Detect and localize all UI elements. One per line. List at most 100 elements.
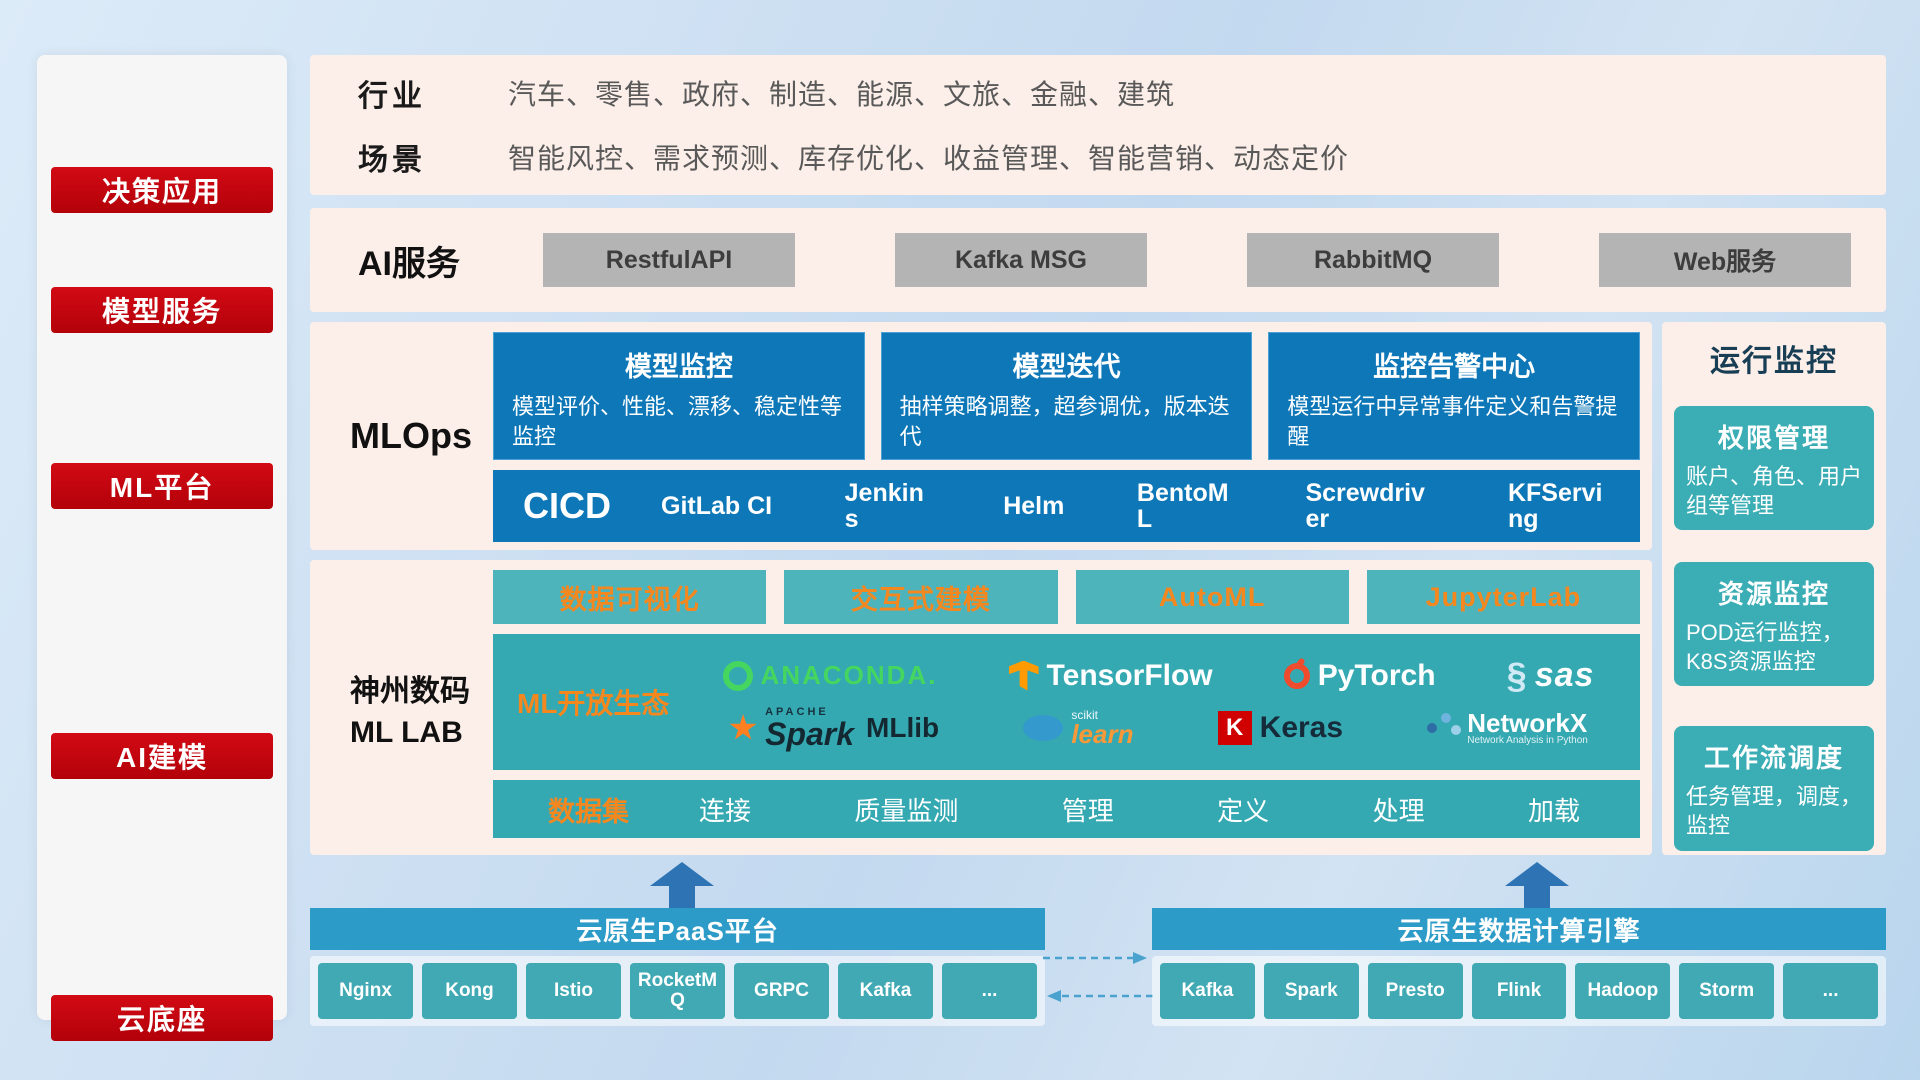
anaconda-text: ANACONDA. — [760, 660, 938, 690]
mllab-panel: 神州数码 ML LAB 数据可视化 交互式建模 AutoML JupyterLa… — [310, 560, 1652, 855]
automl-button[interactable]: AutoML — [1075, 570, 1349, 624]
cicd-title: CICD — [523, 485, 611, 526]
anaconda-icon — [722, 660, 753, 691]
mllab-label: 神州数码 ML LAB — [350, 560, 500, 855]
nginx-button[interactable]: Nginx — [318, 963, 413, 1019]
pytorch-logo: PyTorch — [1283, 658, 1436, 693]
tensorflow-icon — [1008, 660, 1039, 691]
paas-platform-bar: 云原生PaaS平台 — [310, 908, 1045, 950]
rocketmq-button[interactable]: RocketMQ — [630, 963, 725, 1019]
alert-center-desc: 模型运行中异常事件定义和告警提醒 — [1287, 394, 1618, 449]
restful-api-button[interactable]: RestfulAPI — [543, 233, 795, 287]
networkx-sub-text: Network Analysis in Python — [1467, 735, 1588, 746]
keras-logo: K Keras — [1217, 711, 1343, 745]
permission-management-card: 权限管理 账户、角色、用户组等管理 — [1674, 406, 1874, 531]
mlops-label: MLOps — [350, 415, 472, 456]
industry-scenario-panel: 行业 汽车、零售、政府、制造、能源、文旅、金融、建筑 场景 智能风控、需求预测、… — [310, 55, 1886, 195]
dataset-item-connect: 连接 — [699, 795, 752, 826]
dataset-items: 连接 质量监测 管理 定义 处理 加载 — [699, 791, 1580, 828]
permission-management-title: 权限管理 — [1717, 423, 1830, 453]
scikit-learn-icon — [1023, 715, 1064, 741]
dataset-title: 数据集 — [548, 796, 629, 827]
anaconda-logo: ANACONDA. — [722, 660, 938, 691]
networkx-text: NetworkX — [1467, 708, 1588, 738]
sas-logo: § sas — [1507, 655, 1595, 697]
model-monitoring-desc: 模型评价、性能、漂移、稳定性等监控 — [512, 394, 843, 449]
pytorch-text: PyTorch — [1317, 658, 1436, 692]
dashed-exchange-arrows — [1043, 952, 1153, 1002]
mllab-tools-row: 数据可视化 交互式建模 AutoML JupyterLab — [493, 570, 1640, 624]
flink-button[interactable]: Flink — [1471, 963, 1567, 1019]
sidebar-item-ml-platform[interactable]: ML平台 — [51, 463, 273, 509]
scikit-sub-text: scikit — [1071, 708, 1098, 722]
jupyterlab-button[interactable]: JupyterLab — [1366, 570, 1640, 624]
resource-monitor-title: 资源监控 — [1717, 579, 1830, 610]
sidebar-item-model-service[interactable]: 模型服务 — [51, 287, 273, 333]
mllab-label-line1: 神州数码 — [350, 674, 470, 708]
dataset-item-quality: 质量监测 — [854, 795, 959, 826]
model-iteration-card: 模型迭代 抽样策略调整，超参调优，版本迭代 — [880, 332, 1253, 460]
spark-button[interactable]: Spark — [1263, 963, 1359, 1019]
scikit-text: learn — [1071, 719, 1134, 749]
sidebar-item-decision-apps[interactable]: 决策应用 — [51, 167, 273, 213]
industry-label: 行业 — [358, 80, 426, 113]
screwdriver-item: Screwdriver — [1305, 478, 1425, 533]
spark-text: Spark — [765, 715, 855, 752]
storm-button[interactable]: Storm — [1679, 963, 1775, 1019]
model-monitoring-title: 模型监控 — [624, 352, 733, 382]
resource-monitor-desc: POD运行监控，K8S资源监控 — [1686, 620, 1844, 674]
kafka-paas-button[interactable]: Kafka — [838, 963, 933, 1019]
web-service-button[interactable]: Web服务 — [1599, 233, 1851, 287]
mllab-content: 数据可视化 交互式建模 AutoML JupyterLab ML开放生态 ANA… — [493, 570, 1640, 838]
sidebar-item-ai-modeling[interactable]: AI建模 — [51, 733, 273, 779]
runtime-monitor-panel: 运行监控 权限管理 账户、角色、用户组等管理 资源监控 POD运行监控，K8S资… — [1662, 322, 1886, 855]
dataset-item-manage: 管理 — [1061, 795, 1114, 826]
engine-more-button[interactable]: ... — [1783, 963, 1879, 1019]
gitlab-ci-item: GitLab CI — [661, 491, 773, 520]
cicd-items: GitLab CI Jenkins Helm BentoML Screwdriv… — [661, 480, 1610, 533]
ml-ecosystem-logos: ANACONDA. TensorFlow PyTorch § sas — [687, 655, 1630, 750]
tensorflow-logo: TensorFlow — [1008, 659, 1213, 693]
paas-more-button[interactable]: ... — [942, 963, 1037, 1019]
up-arrow-engine — [1505, 862, 1569, 908]
interactive-modeling-button[interactable]: 交互式建模 — [784, 570, 1058, 624]
kafka-engine-button[interactable]: Kafka — [1160, 963, 1255, 1019]
spark-icon — [729, 714, 757, 740]
presto-button[interactable]: Presto — [1367, 963, 1463, 1019]
grpc-button[interactable]: GRPC — [734, 963, 829, 1019]
sidebar-item-cloud-base[interactable]: 云底座 — [51, 995, 273, 1041]
kfserving-item: KFServing — [1507, 478, 1603, 533]
pytorch-icon — [1283, 662, 1310, 689]
hadoop-button[interactable]: Hadoop — [1575, 963, 1671, 1019]
ml-ecosystem-box: ML开放生态 ANACONDA. TensorFlow — [493, 634, 1640, 770]
kafka-msg-button[interactable]: Kafka MSG — [895, 233, 1147, 287]
kong-button[interactable]: Kong — [422, 963, 517, 1019]
data-visualization-button[interactable]: 数据可视化 — [493, 570, 767, 624]
networkx-logo: NetworkX Network Analysis in Python — [1427, 710, 1588, 746]
sas-icon: § — [1506, 654, 1527, 696]
networkx-icon — [1427, 723, 1438, 733]
spark-logo: APACHE Spark MLlib — [729, 706, 940, 752]
model-monitoring-card: 模型监控 模型评价、性能、漂移、稳定性等监控 — [493, 332, 865, 460]
workflow-scheduler-card: 工作流调度 任务管理，调度，监控 — [1674, 726, 1874, 851]
ai-service-panel: AI服务 RestfulAPI Kafka MSG RabbitMQ Web服务 — [310, 208, 1886, 312]
logo-row-2: APACHE Spark MLlib scikit learn — [687, 706, 1630, 752]
dataset-bar: 数据集 连接 质量监测 管理 定义 处理 加载 — [493, 780, 1640, 838]
mlops-content: 模型监控 模型评价、性能、漂移、稳定性等监控 模型迭代 抽样策略调整，超参调优，… — [493, 332, 1641, 542]
model-iteration-desc: 抽样策略调整，超参调优，版本迭代 — [899, 394, 1230, 449]
alert-center-title: 监控告警中心 — [1373, 352, 1536, 382]
jenkins-item: Jenkins — [844, 478, 924, 533]
dataset-item-load: 加载 — [1527, 795, 1580, 826]
dataset-item-define: 定义 — [1217, 795, 1270, 826]
paas-buttons-panel: Nginx Kong Istio RocketMQ GRPC Kafka ... — [310, 956, 1045, 1026]
mllib-text: MLlib — [866, 712, 940, 743]
cicd-bar: CICD GitLab CI Jenkins Helm BentoML Scre… — [493, 470, 1640, 542]
scikit-learn-logo: scikit learn — [1023, 709, 1133, 747]
workflow-scheduler-title: 工作流调度 — [1703, 743, 1844, 774]
keras-icon: K — [1217, 711, 1252, 745]
istio-button[interactable]: Istio — [526, 963, 621, 1019]
rabbitmq-button[interactable]: RabbitMQ — [1247, 233, 1499, 287]
mlops-cards: 模型监控 模型评价、性能、漂移、稳定性等监控 模型迭代 抽样策略调整，超参调优，… — [493, 332, 1641, 460]
workflow-scheduler-desc: 任务管理，调度，监控 — [1686, 784, 1863, 838]
ai-service-label: AI服务 — [358, 244, 460, 283]
